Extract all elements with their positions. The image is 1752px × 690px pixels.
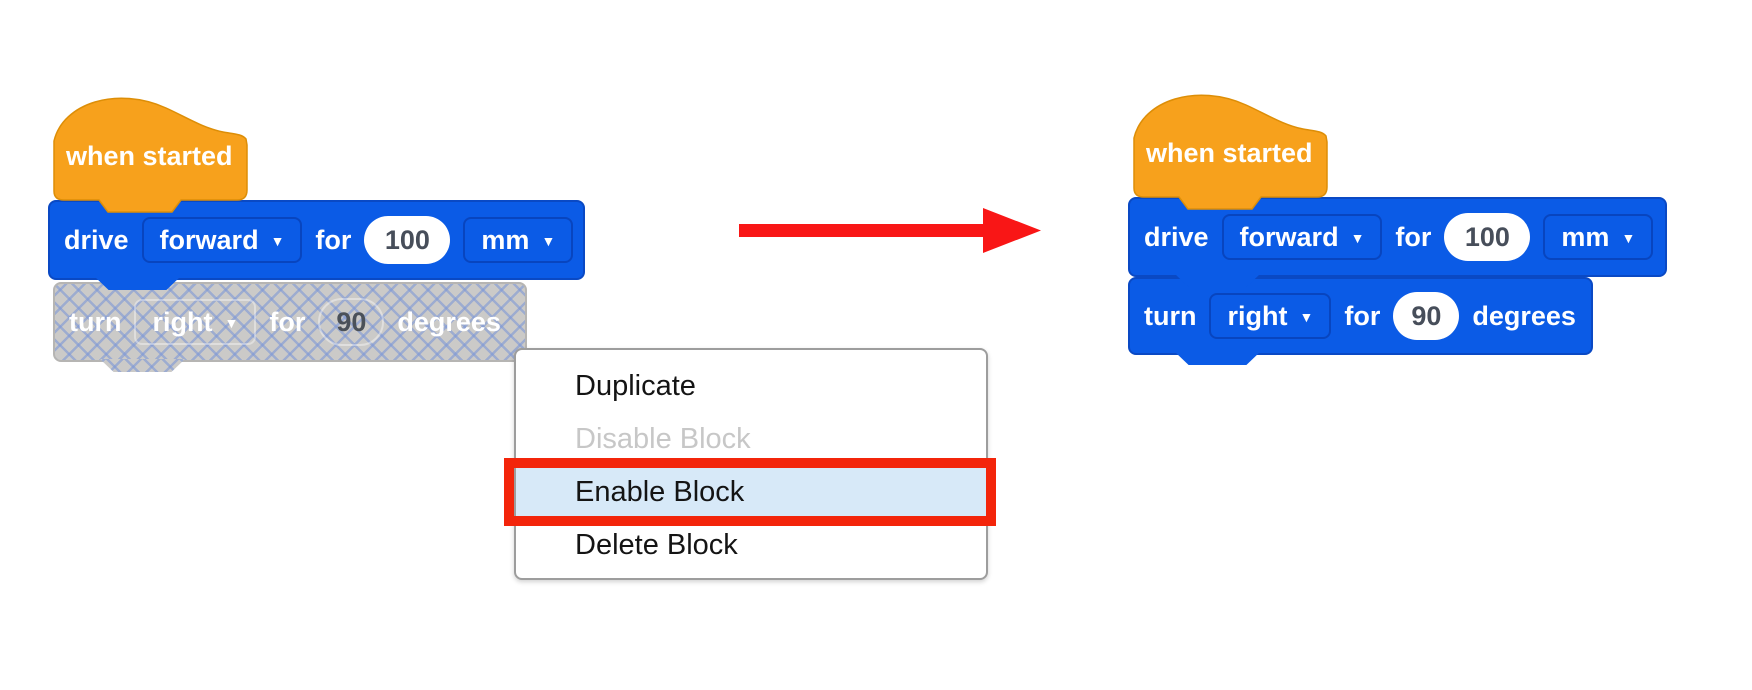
turn-block-left-disabled[interactable]: turn right ▼ for 90 degrees [53, 282, 527, 372]
angle-value: 90 [336, 306, 367, 337]
angle-input[interactable]: 90 [318, 298, 385, 346]
turn-direction-dropdown[interactable]: right ▼ [1209, 293, 1332, 339]
for-label: for [1395, 221, 1432, 252]
drive-block-left[interactable]: drive forward ▼ for 100 mm ▼ [48, 200, 585, 290]
direction-dropdown-value: forward [1239, 221, 1339, 252]
degrees-label: degrees [397, 306, 501, 337]
hat-block-label: when started [66, 141, 233, 171]
drive-block-right[interactable]: drive forward ▼ for 100 mm ▼ [1128, 197, 1667, 287]
distance-input[interactable]: 100 [1444, 213, 1531, 261]
drive-verb-label: drive [1144, 221, 1209, 252]
when-started-hat-block-right[interactable]: when started [1133, 92, 1328, 212]
chevron-down-icon: ▼ [1621, 230, 1636, 246]
degrees-label: degrees [1472, 300, 1576, 331]
angle-value: 90 [1411, 300, 1442, 331]
menu-item-enable-block[interactable]: Enable Block [516, 466, 986, 519]
for-label: for [315, 224, 352, 255]
hat-block-shape [53, 97, 248, 213]
for-label: for [269, 306, 306, 337]
when-started-hat-block-left[interactable]: when started [53, 95, 248, 215]
chevron-down-icon: ▼ [1350, 230, 1365, 246]
block-context-menu: Duplicate Disable Block Enable Block Del… [514, 348, 988, 580]
chevron-down-icon: ▼ [541, 233, 556, 249]
unit-dropdown-value: mm [481, 224, 530, 255]
turn-direction-dropdown[interactable]: right ▼ [134, 299, 257, 345]
hat-block-shape [1133, 94, 1328, 210]
direction-dropdown[interactable]: forward ▼ [141, 217, 303, 263]
distance-input[interactable]: 100 [364, 216, 451, 264]
menu-item-delete-block[interactable]: Delete Block [575, 529, 738, 561]
chevron-down-icon: ▼ [270, 233, 285, 249]
turn-block-right-enabled[interactable]: turn right ▼ for 90 degrees [1128, 277, 1593, 365]
turn-direction-dropdown-value: right [1227, 300, 1288, 331]
unit-dropdown[interactable]: mm ▼ [463, 217, 574, 263]
hat-block-label: when started [1146, 138, 1313, 168]
turn-direction-dropdown-value: right [152, 306, 213, 337]
block-bump [1175, 274, 1260, 287]
menu-item-duplicate[interactable]: Duplicate [575, 370, 696, 402]
unit-dropdown[interactable]: mm ▼ [1543, 214, 1654, 260]
direction-dropdown-value: forward [159, 224, 259, 255]
drive-verb-label: drive [64, 224, 129, 255]
block-bump [100, 359, 185, 372]
turn-verb-label: turn [69, 306, 122, 337]
menu-item-disable-block: Disable Block [575, 423, 751, 455]
direction-dropdown[interactable]: forward ▼ [1221, 214, 1383, 260]
distance-value: 100 [384, 224, 430, 255]
for-label: for [1344, 300, 1381, 331]
angle-input[interactable]: 90 [1393, 292, 1460, 340]
turn-verb-label: turn [1144, 300, 1197, 331]
block-bump [1175, 352, 1260, 365]
chevron-down-icon: ▼ [224, 315, 239, 331]
block-bump [95, 277, 180, 290]
distance-value: 100 [1464, 221, 1510, 252]
transition-arrow-icon [739, 208, 1041, 253]
unit-dropdown-value: mm [1561, 221, 1610, 252]
chevron-down-icon: ▼ [1299, 309, 1314, 325]
